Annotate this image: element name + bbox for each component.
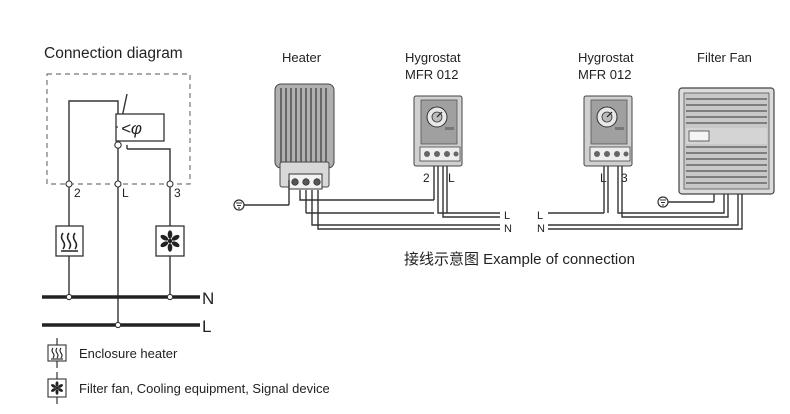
hygrostat2-device bbox=[583, 95, 633, 167]
legend-heater-icon bbox=[51, 347, 63, 360]
hygro-symbol: <φ bbox=[121, 119, 142, 138]
hygro-sensor-box bbox=[115, 113, 165, 142]
terminal-2-dot bbox=[65, 180, 73, 188]
hygrostat1-terminal-l: L bbox=[448, 171, 455, 185]
heater-label: Heater bbox=[282, 50, 322, 65]
wire-n-label-1: N bbox=[504, 223, 512, 235]
right-wiring bbox=[548, 166, 743, 230]
schematic-title: Connection diagram bbox=[44, 45, 183, 62]
legend-fan-icon bbox=[50, 381, 64, 395]
hygrostat1-label-line2: MFR 012 bbox=[405, 67, 458, 82]
terminal-3-label: 3 bbox=[174, 186, 181, 200]
filter-fan-icon bbox=[160, 230, 180, 252]
wire-l-label-2: L bbox=[537, 210, 543, 222]
heater-device bbox=[274, 83, 335, 190]
wire-l-label-1: L bbox=[504, 210, 510, 222]
hygrostat1-terminal-2: 2 bbox=[423, 171, 430, 185]
hygrostat2-label-line2: MFR 012 bbox=[578, 67, 631, 82]
hygrostat1-device bbox=[413, 95, 463, 167]
ground-symbol-2 bbox=[657, 196, 669, 208]
terminal-l-dot bbox=[114, 180, 122, 188]
busbar-n-label: N bbox=[202, 289, 214, 308]
example-caption: 接线示意图 Example of connection bbox=[404, 250, 635, 268]
legend-fan-label: Filter fan, Cooling equipment, Signal de… bbox=[79, 381, 330, 396]
enclosure-heater-icon bbox=[60, 232, 78, 252]
hygrostat1-label-line1: Hygrostat bbox=[405, 50, 461, 65]
legend: Enclosure heater Filter fan, Cooling equ… bbox=[47, 338, 330, 404]
busbar-l-label: L bbox=[202, 317, 211, 336]
hygrostat2-label-line1: Hygrostat bbox=[578, 50, 634, 65]
wire-n-label-2: N bbox=[537, 223, 545, 235]
legend-heater-label: Enclosure heater bbox=[79, 346, 178, 361]
middle-wiring bbox=[244, 166, 500, 230]
switch-pivot bbox=[114, 141, 122, 149]
terminal-l-label: L bbox=[122, 186, 129, 200]
load-drop-wires bbox=[68, 187, 171, 325]
terminal-2-label: 2 bbox=[74, 186, 81, 200]
hygrostat2-terminal-3: 3 bbox=[621, 171, 628, 185]
ground-symbol-1 bbox=[233, 199, 245, 211]
terminal-3-dot bbox=[166, 180, 174, 188]
filter-fan-label: Filter Fan bbox=[697, 50, 752, 65]
filter-fan-device bbox=[678, 87, 775, 195]
